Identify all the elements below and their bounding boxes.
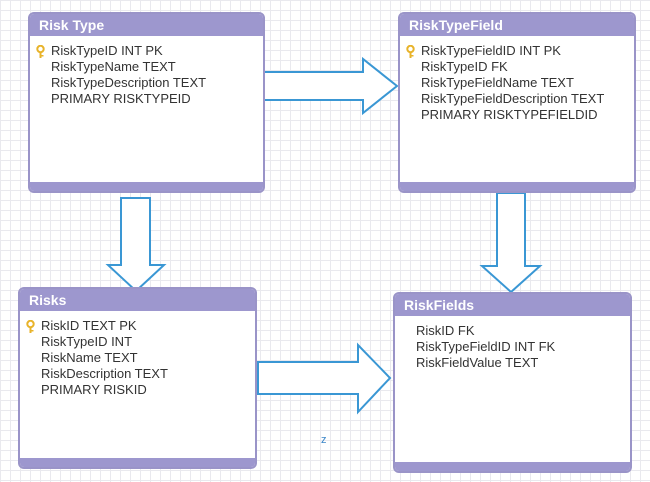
field-row[interactable]: RiskFieldValue TEXT (416, 355, 539, 370)
field-row[interactable]: RiskID FK (416, 323, 475, 338)
field-row[interactable]: RiskTypeID INT PK (36, 43, 263, 59)
entity-risk-type-field[interactable]: RiskTypeField RiskTypeFieldID INT PK Ris… (398, 12, 636, 193)
field-row[interactable]: RiskTypeFieldDescription TEXT (421, 91, 605, 106)
field-row[interactable]: RiskTypeFieldID INT FK (416, 339, 556, 354)
field-row[interactable]: RiskDescription TEXT (41, 366, 168, 381)
field-list: RiskTypeID INT PK RiskTypeName TEXT Risk… (30, 36, 263, 107)
field-list: RiskID FK RiskTypeFieldID INT FK RiskFie… (395, 316, 630, 371)
arrow-risktypefield-to-riskfields (479, 192, 543, 294)
entity-title: Risks (20, 289, 255, 311)
entity-footer (395, 462, 630, 471)
field-row[interactable]: RiskTypeDescription TEXT (51, 75, 207, 90)
entity-footer (20, 458, 255, 467)
field-row[interactable]: RiskTypeFieldName TEXT (421, 75, 574, 90)
key-icon (36, 45, 45, 58)
field-row[interactable]: PRIMARY RISKTYPEFIELDID (421, 107, 598, 122)
entity-footer (30, 182, 263, 191)
field-list: RiskID TEXT PK RiskTypeID INT RiskName T… (20, 311, 255, 398)
field-row[interactable]: RiskTypeFieldID INT PK (406, 43, 634, 59)
field-row[interactable]: PRIMARY RISKID (41, 382, 147, 397)
entity-risk-type[interactable]: Risk Type RiskTypeID INT PK RiskTypeName… (28, 12, 265, 193)
entity-title: RiskFields (395, 294, 630, 316)
field-row[interactable]: RiskTypeName TEXT (51, 59, 176, 74)
entity-title: Risk Type (30, 14, 263, 36)
arrow-risktype-to-risktypefield (262, 56, 399, 116)
field-row[interactable]: RiskID TEXT PK (26, 318, 255, 334)
arrow-risks-to-riskfields (257, 342, 392, 415)
key-icon (26, 320, 35, 333)
field-row[interactable]: RiskTypeID INT (41, 334, 133, 349)
field-list: RiskTypeFieldID INT PK RiskTypeID FK Ris… (400, 36, 634, 123)
field-row[interactable]: RiskTypeID FK (421, 59, 508, 74)
arrow-risktype-to-risks (105, 197, 167, 293)
field-row[interactable]: RiskName TEXT (41, 350, 138, 365)
entity-risk-fields[interactable]: RiskFields RiskID FK RiskTypeFieldID INT… (393, 292, 632, 473)
entity-risks[interactable]: Risks RiskID TEXT PK RiskTypeID INT Risk… (18, 287, 257, 469)
canvas-note: z (321, 434, 327, 446)
entity-title: RiskTypeField (400, 14, 634, 36)
key-icon (406, 45, 415, 58)
field-row[interactable]: PRIMARY RISKTYPEID (51, 91, 191, 106)
entity-footer (400, 182, 634, 191)
